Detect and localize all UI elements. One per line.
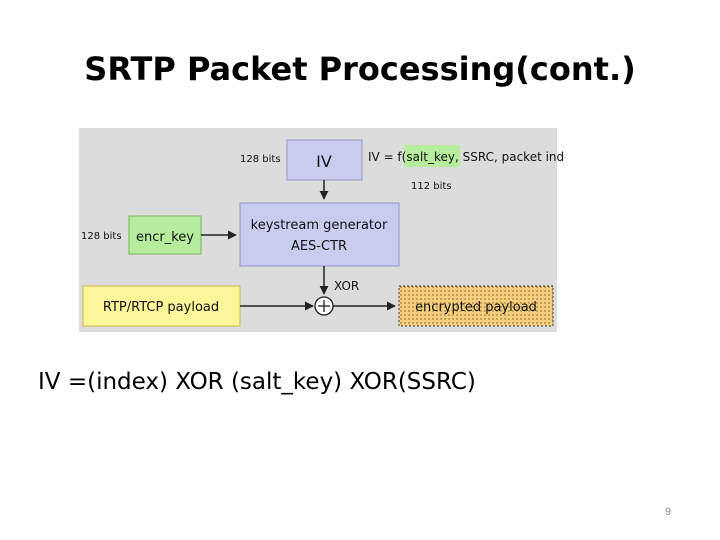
iv-box — [286, 139, 363, 181]
srtp-diagram: 128 bits IV IV = f(salt_key, SSRC, packe… — [79, 128, 565, 332]
iv-formula: IV = f(salt_key, SSRC, packet index) — [368, 150, 565, 164]
encrypted-payload-label: encrypted payload — [415, 300, 537, 315]
generator-title: keystream generator — [251, 218, 388, 233]
payload-box — [82, 285, 241, 327]
iv-equation-caption: IV =(index) XOR (salt_key) XOR(SSRC) — [38, 369, 476, 395]
iv-formula-prefix: IV = f( — [368, 150, 406, 164]
generator-subtitle: AES-CTR — [291, 239, 347, 254]
iv-formula-rest: SSRC, packet index) — [459, 150, 565, 164]
iv-formula-salt: salt_key, — [406, 150, 458, 164]
iv-label: IV — [316, 152, 332, 171]
keystream-generator-box — [239, 202, 400, 267]
slide-title: SRTP Packet Processing(cont.) — [84, 50, 636, 88]
page-number: 9 — [665, 506, 672, 518]
xor-label: XOR — [334, 279, 359, 293]
encrypted-payload-box — [398, 285, 554, 327]
iv-bits-label: 128 bits — [240, 154, 281, 165]
encr-key-label: encr_key — [136, 230, 194, 245]
salt-key-highlight — [404, 145, 460, 167]
salt-bits-label: 112 bits — [411, 181, 452, 192]
payload-label: RTP/RTCP payload — [103, 300, 219, 315]
key-bits-label: 128 bits — [81, 231, 122, 242]
